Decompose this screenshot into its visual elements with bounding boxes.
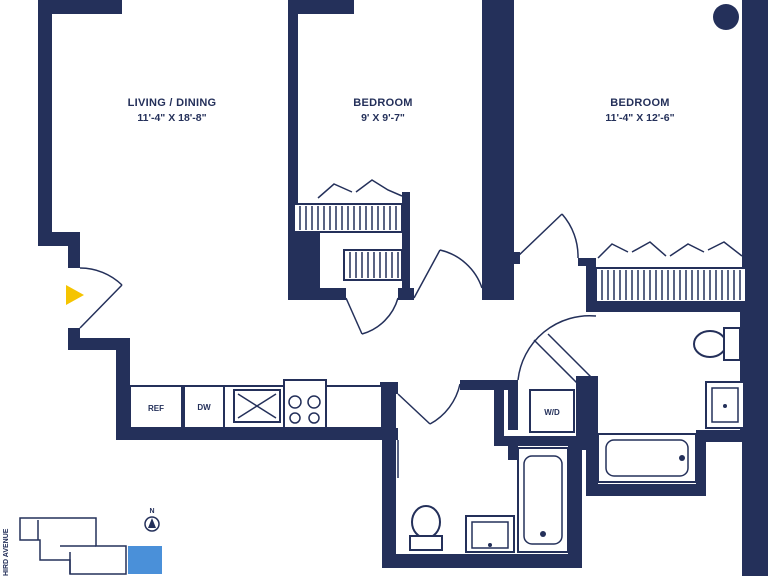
bath2-door-swing (517, 314, 597, 381)
bath1-door-leaf (397, 393, 431, 425)
wall-bed2-door-jamb (578, 258, 588, 266)
bed1-closet-bifold (317, 179, 403, 199)
bath2-faucet (723, 404, 727, 408)
burner-4 (308, 412, 320, 424)
bedroom2-dims: 11'-4" X 12'-6" (605, 112, 674, 124)
entry-door-leaf (79, 284, 123, 329)
north-arrow-icon (148, 518, 156, 528)
wall-bed1-closet-bottom (288, 288, 346, 300)
hall-door-swing (439, 249, 483, 289)
sink-x (237, 393, 277, 419)
wall-bath1-left (382, 428, 396, 568)
wall-right (742, 30, 752, 430)
bed1-closet-hangers-top (299, 206, 397, 230)
wall-left-stub (68, 232, 80, 268)
wall-top-left (38, 0, 122, 14)
bed2-closet-bifold (597, 241, 743, 259)
wall-bath2-bottom (586, 484, 702, 496)
closets (293, 203, 747, 303)
bed1-door-swing (361, 297, 399, 335)
wall-kitchen-top-right (380, 382, 398, 394)
bath-1 (397, 440, 569, 553)
bed1-door-leaf (345, 297, 363, 335)
burner-3 (289, 412, 301, 424)
keyplan-unit-highlight (128, 546, 162, 574)
hall-door-leaf (413, 249, 441, 299)
bath2-basin (711, 387, 739, 423)
bath1-toilet-bowl (411, 505, 441, 539)
bath-2 (597, 327, 745, 483)
street-label: HIRD AVENUE (3, 528, 10, 576)
wall-wd-left (494, 380, 504, 446)
bath1-toilet-tank (409, 535, 443, 551)
keyplan-inner (37, 520, 96, 574)
column-circle (713, 4, 739, 30)
wall-wd-bottom (494, 436, 598, 446)
wall-bath1-bottom (382, 554, 582, 568)
bath1-basin (471, 521, 509, 549)
bed2-door-swing (561, 213, 579, 259)
bath2-toilet-bowl (693, 330, 727, 358)
wall-bath2-left (586, 420, 598, 496)
wall-kitchen-bottom (116, 428, 398, 440)
north-circle (144, 516, 160, 532)
bath1-faucet (488, 543, 492, 547)
doors (79, 179, 743, 425)
bed2-closet-hangers (601, 270, 741, 300)
kitchen: REF DW (129, 379, 383, 429)
bedroom1-dims: 9' X 9'-7" (361, 112, 405, 124)
bed2-door-leaf (515, 213, 563, 259)
wd-label: W/D (544, 408, 560, 417)
dishwasher (183, 385, 225, 429)
bath2-door-leaf-2 (547, 333, 593, 379)
living-name: LIVING / DINING (128, 97, 217, 109)
bed1-closet-shelf-bottom (343, 249, 403, 281)
north-label: N (149, 508, 154, 515)
entry-arrow-icon (66, 285, 84, 305)
bath2-tub-inner (605, 439, 689, 477)
wall-hall-top (460, 380, 516, 390)
keyplan: HIRD AVENUE N (3, 508, 162, 576)
bedroom2-name: BEDROOM (610, 97, 670, 109)
wall-bath1-mid (508, 440, 518, 460)
wall-bed2-closet-left (586, 258, 596, 312)
wall-center-column (482, 0, 514, 300)
wall-bath1-top-right (568, 440, 596, 450)
bath2-door-leaf (533, 339, 581, 387)
wall-bed1-left (288, 0, 298, 300)
bath2-drain (679, 455, 685, 461)
wall-center-stub (510, 252, 520, 264)
ref-label: REF (148, 404, 164, 413)
burner-1 (288, 395, 302, 409)
bath2-toilet-tank (723, 327, 741, 361)
wall-center-lower (482, 288, 512, 300)
wall-bath2-right2 (696, 430, 706, 496)
wall-kitchen-right (380, 382, 396, 440)
wall-bath1-right (568, 440, 582, 568)
burner-2 (307, 395, 321, 409)
bath1-drain (540, 531, 546, 537)
wall-kitchen-left (116, 338, 130, 440)
bed2-closet-shelf (595, 267, 747, 303)
kitchen-sink (233, 389, 281, 423)
washer-dryer (529, 389, 575, 433)
wall-bed1-closet-right (402, 192, 410, 300)
wall-hall-right (508, 380, 518, 430)
entry-door-swing (79, 267, 123, 286)
bath1-door-swing (429, 383, 461, 425)
bed1-closet-hangers-bottom (349, 252, 399, 278)
bath2-tub (597, 433, 697, 483)
refrigerator (129, 385, 183, 429)
dw-label: DW (197, 403, 211, 412)
wall-bath2-right (696, 430, 766, 442)
bedroom1-name: BEDROOM (353, 97, 413, 109)
wall-top-mid (288, 0, 354, 14)
wall-left-step (68, 338, 130, 350)
wall-left-upper (38, 0, 52, 244)
bath1-tub-inner (523, 455, 563, 545)
living-dims: 11'-4" X 18'-8" (137, 112, 206, 124)
